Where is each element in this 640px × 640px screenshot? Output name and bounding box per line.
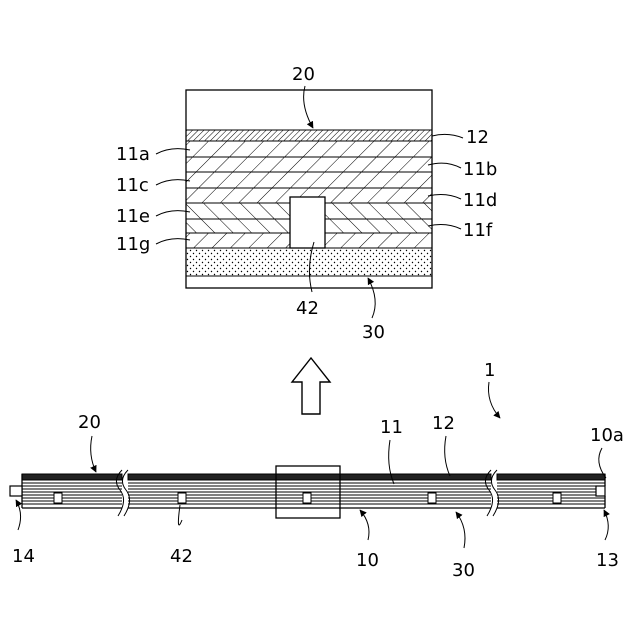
- leader-11e: [156, 211, 190, 216]
- leader-13: [604, 510, 608, 540]
- strip-segment-right: [497, 474, 605, 508]
- enlarged-cross-section: 20 12 11b 11d 11f 11a 11c 11e 11g 42 30: [116, 64, 497, 343]
- notch-13: [596, 486, 605, 496]
- leader-30-bottom: [456, 512, 465, 548]
- label-11f: 11f: [463, 220, 493, 241]
- leader-14: [16, 500, 21, 530]
- layer-12: [186, 130, 432, 141]
- label-13: 13: [596, 550, 619, 571]
- label-30-bottom: 30: [452, 560, 475, 581]
- strip-segment-left: [10, 474, 122, 508]
- label-11-bottom: 11: [380, 417, 403, 438]
- label-30-top: 30: [362, 322, 385, 343]
- label-20-bottom: 20: [78, 412, 101, 433]
- leader-11c: [156, 180, 190, 185]
- label-20-top: 20: [292, 64, 315, 85]
- leader-11b: [428, 163, 461, 168]
- layer-11b: [186, 157, 432, 172]
- terminal-14: [10, 486, 22, 496]
- leader-1: [488, 382, 500, 418]
- leader-11g: [156, 239, 190, 244]
- leader-20-bottom: [91, 436, 96, 472]
- leader-10: [360, 510, 369, 540]
- leader-11d: [428, 195, 461, 199]
- label-11e: 11e: [116, 206, 150, 227]
- label-42-bottom: 42: [170, 546, 193, 567]
- leader-11f: [428, 225, 461, 229]
- label-10: 10: [356, 550, 379, 571]
- label-1: 1: [484, 360, 495, 381]
- leader-12-bottom: [445, 436, 450, 476]
- layer-11c: [186, 172, 432, 188]
- label-12: 12: [466, 127, 489, 148]
- label-11b: 11b: [463, 159, 497, 180]
- leader-30-top: [368, 278, 375, 318]
- label-11c: 11c: [116, 175, 149, 196]
- strip-segment-middle: [128, 466, 491, 518]
- layer-11a: [186, 141, 432, 157]
- leader-11a: [156, 149, 190, 154]
- label-10a: 10a: [590, 425, 624, 446]
- label-11g: 11g: [116, 234, 150, 255]
- label-12-bottom: 12: [432, 413, 455, 434]
- label-11a: 11a: [116, 144, 150, 165]
- leader-20-top: [304, 86, 313, 128]
- enlarge-arrow-icon: [292, 358, 330, 414]
- leader-12: [432, 134, 463, 138]
- label-14: 14: [12, 546, 35, 567]
- label-11d: 11d: [463, 190, 497, 211]
- label-42-top: 42: [296, 298, 319, 319]
- void-42: [290, 197, 325, 248]
